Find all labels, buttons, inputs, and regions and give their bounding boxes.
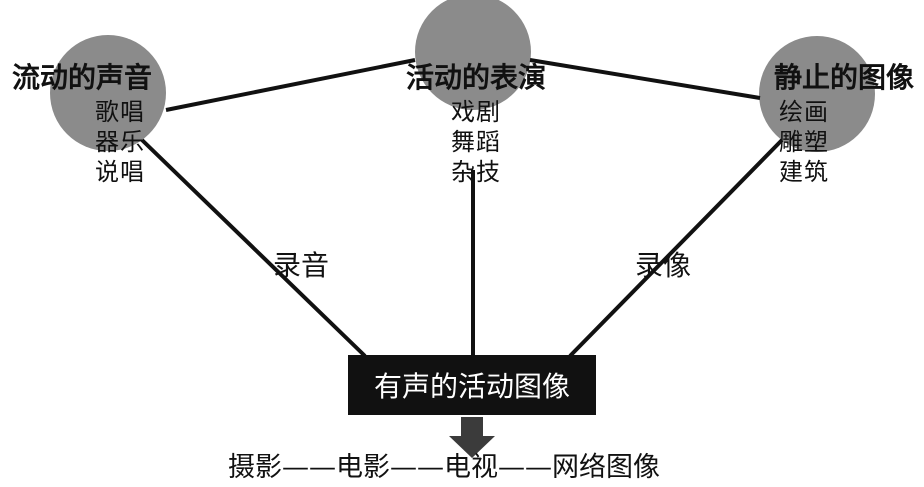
result-label: 有声的活动图像 — [373, 370, 570, 403]
node-title-static-image: 静止的图像 — [773, 61, 914, 94]
down-arrow-shaft — [461, 417, 483, 437]
node-item-painting: 绘画 — [779, 98, 829, 126]
node-item-drama: 戏剧 — [451, 98, 501, 126]
node-item-dance: 舞蹈 — [451, 128, 501, 156]
connector-left-result — [140, 138, 367, 358]
node-items-flowing-sound: 歌唱 器乐 说唱 — [85, 97, 155, 187]
node-items-active-performance: 戏剧 舞蹈 杂技 — [441, 97, 511, 187]
node-item-instrumental: 器乐 — [95, 128, 145, 156]
node-circle-right — [759, 36, 875, 152]
node-item-architecture: 建筑 — [779, 158, 829, 186]
connector-center-right — [529, 58, 761, 100]
node-item-singing: 歌唱 — [95, 98, 145, 126]
connector-left-center — [165, 58, 416, 112]
edge-label-video-recording: 录像 — [634, 249, 691, 282]
connector-right-result — [568, 138, 784, 358]
node-title-active-performance: 活动的表演 — [405, 61, 546, 94]
node-item-rap: 说唱 — [95, 158, 145, 186]
edge-label-recording: 录音 — [272, 249, 329, 282]
node-circle-left — [50, 35, 166, 151]
node-item-sculpture: 雕塑 — [779, 128, 829, 156]
node-items-static-image: 绘画 雕塑 建筑 — [769, 97, 839, 187]
node-title-flowing-sound: 流动的声音 — [11, 61, 152, 94]
down-arrow-icon — [449, 436, 495, 458]
result-box: 有声的活动图像 — [348, 355, 596, 415]
node-item-acrobatics: 杂技 — [451, 158, 501, 186]
node-circle-center — [415, 0, 531, 110]
media-progression: 摄影——电影——电视——网络图像 — [228, 452, 660, 483]
